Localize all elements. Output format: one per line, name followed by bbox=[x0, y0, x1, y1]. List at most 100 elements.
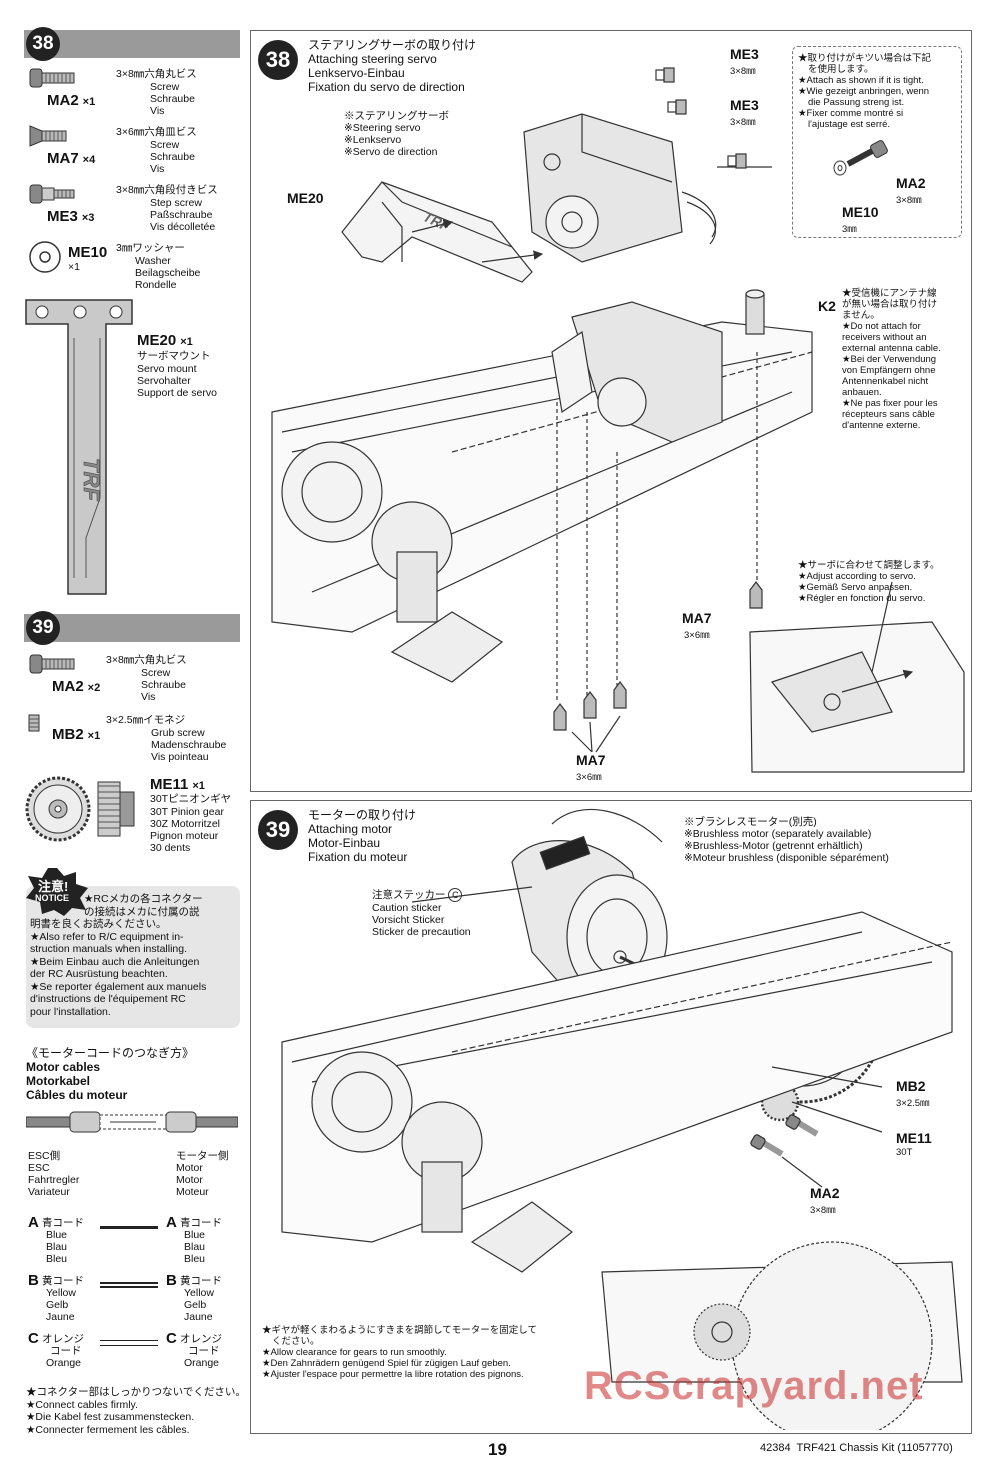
connect-note: ★コネクター部はしっかりつないでください。 ★Connect cables fi… bbox=[26, 1386, 246, 1436]
caution-sticker-en: Caution sticker bbox=[372, 902, 442, 914]
callout-k2: K2 bbox=[818, 298, 836, 314]
part-ma7-size: 3×6㎜六角皿ビス bbox=[116, 126, 197, 138]
wire-c-en-r: Orange bbox=[184, 1357, 220, 1369]
adjust-servo-note: ★サーボに合わせて調整します。 ★Adjust according to ser… bbox=[798, 560, 940, 604]
part39-me11-code: ME11×1 bbox=[150, 776, 205, 793]
me3-step-screw-icon bbox=[29, 184, 75, 204]
mb2-grub-screw-icon bbox=[28, 714, 40, 732]
adjust-note-1: ★サーボに合わせて調整します。 bbox=[798, 560, 940, 571]
ma2-screw-icon-39 bbox=[29, 654, 75, 674]
part-ma7-name-fr: Vis bbox=[150, 163, 165, 175]
step39-badge: 39 bbox=[26, 611, 60, 645]
me20-logo-text: TRF bbox=[79, 458, 104, 501]
wire-b-letter-left: B bbox=[28, 1272, 39, 1289]
part-me3-code: ME3×3 bbox=[47, 208, 95, 225]
step39-title-de: Motor-Einbau bbox=[308, 836, 381, 850]
caution-sticker-de: Vorsicht Sticker bbox=[372, 914, 445, 926]
wire-b-line bbox=[100, 1282, 158, 1288]
notice-line-5: struction manuals when installing. bbox=[30, 943, 187, 955]
wire-a-letter-right: A bbox=[166, 1214, 177, 1231]
part-ma2-name-de: Schraube bbox=[150, 93, 195, 105]
tight-note-1: ★取り付けがキツい場合は下記 bbox=[798, 53, 932, 64]
part39-ma2-name-fr: Vis bbox=[141, 691, 156, 703]
wire-a-jp: 青コード bbox=[42, 1217, 84, 1229]
motor-label-en: ※Brushless motor (separately available) bbox=[684, 828, 872, 840]
tight-note-4: ★Wie gezeigt anbringen, wenn bbox=[798, 86, 930, 97]
wire-a-left: 青コード Blue Blau Bleu bbox=[42, 1217, 84, 1265]
gear-clearance-note: ★ギヤが軽くまわるようにすきまを調節してモーターを固定して ください。 ★All… bbox=[262, 1325, 537, 1380]
antenna-note: ★受信機にアンテナ線 が無い場合は取り付け ません。 ★Do not attac… bbox=[842, 288, 960, 431]
antenna-note-10: anbauen. bbox=[842, 387, 882, 398]
gear-note-5: ★Ajuster l'espace pour permettre la libr… bbox=[262, 1369, 524, 1380]
part-ma7-name-en: Screw bbox=[150, 139, 180, 151]
callout-me11-size: 30T bbox=[896, 1147, 913, 1158]
wire-c-jp: オレンジ bbox=[42, 1333, 84, 1345]
callout-ma2-39-size: 3×8㎜ bbox=[810, 1205, 836, 1216]
steering-servo-label-en: ※Steering servo bbox=[344, 122, 421, 134]
callout-ma7-a: MA7 bbox=[682, 610, 712, 626]
callout-me3-a-size: 3×8㎜ bbox=[730, 66, 756, 77]
tight-fit-washer-screw-icon bbox=[833, 140, 888, 176]
notice-text: ★RCメカの各コネクター の接続はメカに付属の説 明書を良くお読みください。 ★… bbox=[30, 893, 240, 1018]
callout-mb2-size: 3×2.5㎜ bbox=[896, 1098, 930, 1109]
notice-line-9: d'instructions de l'équipement RC bbox=[30, 993, 186, 1005]
step39-title-fr: Fixation du moteur bbox=[308, 850, 408, 864]
part39-mb2-name-en: Grub screw bbox=[151, 727, 205, 739]
antenna-note-9: Antennenkabel nicht bbox=[842, 376, 929, 387]
part39-mb2-code: MB2×1 bbox=[52, 726, 101, 743]
step38-badge: 38 bbox=[26, 27, 60, 61]
step38-title-fr: Fixation du servo de direction bbox=[308, 80, 465, 94]
wire-b-jp-r: 黄コード bbox=[180, 1275, 222, 1287]
wire-b-letter-right: B bbox=[166, 1272, 177, 1289]
antenna-note-4: ★Do not attach for bbox=[842, 321, 921, 332]
motor-label-fr: ※Moteur brushless (disponible séparément… bbox=[684, 852, 889, 864]
caution-sticker-fr: Sticker de precaution bbox=[372, 926, 471, 938]
tight-fit-note: ★取り付けがキツい場合は下記 を使用します。 ★Attach as shown … bbox=[798, 53, 931, 130]
callout-ma2-tip-size: 3×8㎜ bbox=[896, 195, 922, 206]
callout-me10-tip: ME10 bbox=[842, 204, 879, 220]
step39-assembly-illustration bbox=[281, 808, 963, 1430]
step38-assembly-illustration: TRF bbox=[271, 67, 965, 773]
step39-title-en: Attaching motor bbox=[308, 822, 393, 836]
step38-title: ステアリングサーボの取り付け Attaching steering servo … bbox=[308, 38, 476, 94]
wire-a-jp-r: 青コード bbox=[180, 1217, 222, 1229]
antenna-note-3: ません。 bbox=[842, 310, 880, 321]
step39-title-jp: モーターの取り付け bbox=[308, 808, 417, 822]
callout-ma2-tip: MA2 bbox=[896, 175, 926, 191]
part39-mb2-name-de: Madenschraube bbox=[151, 739, 227, 751]
callout-ma7-b-size: 3×6㎜ bbox=[576, 772, 602, 783]
part39-mb2-size: 3×2.5㎜イモネジ bbox=[106, 714, 186, 726]
motor-cables-title-en: Motor cables bbox=[26, 1060, 101, 1074]
wire-c-letter-right: C bbox=[166, 1330, 177, 1347]
wire-b-de-r: Gelb bbox=[184, 1299, 207, 1311]
callout-me11: ME11 bbox=[896, 1130, 932, 1146]
wire-a-letter-left: A bbox=[28, 1214, 39, 1231]
motor-side-en: Motor bbox=[176, 1162, 203, 1174]
part-me10-name-en: Washer bbox=[135, 255, 171, 267]
adjust-note-4: ★Régler en fonction du servo. bbox=[798, 593, 926, 604]
part-me20-name-de: Servohalter bbox=[137, 375, 191, 387]
gear-note-2: ください。 bbox=[272, 1336, 320, 1347]
caution-sticker-jp: 注意ステッカー C bbox=[372, 888, 471, 902]
watermark: RCScrapyard.net bbox=[584, 1364, 924, 1408]
part-ma7-code: MA7×4 bbox=[47, 150, 96, 167]
me11-pinion-gear-icon bbox=[25, 776, 135, 842]
part-me20-name-en: Servo mount bbox=[137, 363, 197, 375]
part39-me11-name-fr: Pignon moteur bbox=[150, 830, 219, 842]
esc-side-de: Fahrtregler bbox=[28, 1174, 80, 1186]
connect-note-fr: ★Connecter fermement les câbles. bbox=[26, 1423, 190, 1436]
notice-line-4: ★Also refer to R/C equipment in- bbox=[30, 930, 184, 943]
motor-label-de: ※Brushless-Motor (getrennt erhältlich) bbox=[684, 840, 863, 852]
wire-a-en: Blue bbox=[46, 1229, 68, 1241]
step38-diagram-badge: 38 bbox=[258, 40, 298, 80]
wire-b-fr-r: Jaune bbox=[184, 1311, 213, 1323]
motor-cables-title: 《モーターコードのつなぎ方》 Motor cables Motorkabel C… bbox=[26, 1046, 194, 1102]
steering-servo-label-jp: ※ステアリングサーボ bbox=[344, 110, 449, 122]
steering-servo-label: ※ステアリングサーボ ※Steering servo ※Lenkservo ※S… bbox=[344, 110, 449, 158]
wire-c-letter-left: C bbox=[28, 1330, 39, 1347]
motor-cable-connector-diagram bbox=[26, 1111, 238, 1133]
callout-me20: ME20 bbox=[287, 190, 324, 206]
part-me20-name-jp: サーボマウント bbox=[137, 350, 211, 362]
page-number: 19 bbox=[488, 1440, 507, 1459]
part-ma2-code: MA2×1 bbox=[47, 92, 96, 109]
